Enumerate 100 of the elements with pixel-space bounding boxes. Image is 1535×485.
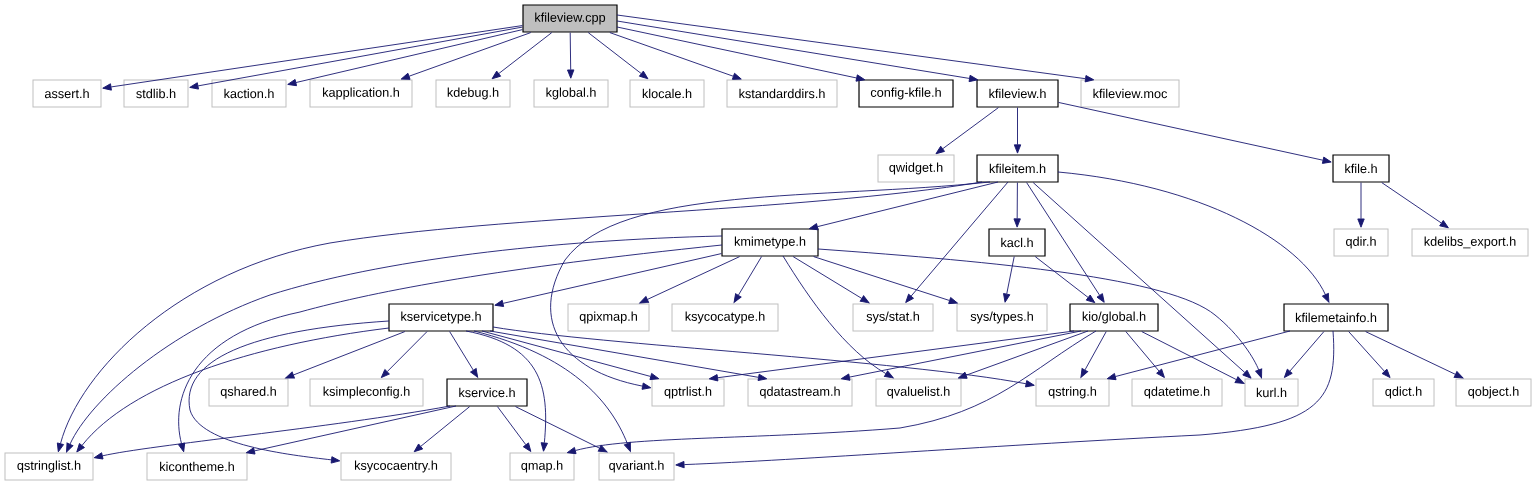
file-box: qvariant.h: [598, 452, 675, 481]
file-box: ksimpleconfig.h: [309, 378, 424, 407]
arrow: [616, 14, 1095, 83]
file-box: qptrlist.h: [651, 378, 725, 407]
arrow: [473, 330, 631, 452]
file-box: stdlib.h: [123, 79, 189, 108]
arrow: [1026, 182, 1105, 303]
arrow: [1106, 330, 1291, 381]
file-box: assert.h: [32, 79, 102, 108]
file-box: qobject.h: [1455, 378, 1532, 407]
arrow: [1141, 331, 1245, 384]
arrow: [905, 181, 1009, 303]
file-box: kservicetype.h: [388, 303, 494, 332]
arrow: [817, 248, 1263, 379]
arrow: [616, 20, 979, 83]
arrow: [1365, 331, 1464, 379]
file-box: kstandarddirs.h: [726, 79, 838, 108]
file-box: kfileview.cpp: [522, 4, 618, 33]
file-box: qdict.h: [1372, 378, 1435, 407]
arrow: [465, 330, 548, 452]
arrow: [840, 330, 1082, 381]
file-box: kacl.h: [988, 228, 1046, 257]
arrow: [189, 26, 523, 90]
file-box: qshared.h: [208, 378, 289, 407]
file-box: kdebug.h: [435, 79, 511, 108]
file-box: kaction.h: [211, 79, 287, 108]
file-box: kfileitem.h: [976, 154, 1059, 183]
file-box: kurl.h: [1244, 378, 1299, 407]
arrow: [957, 330, 1089, 379]
file-box: qstring.h: [1035, 378, 1110, 407]
arrow: [285, 331, 406, 379]
arrow: [1348, 331, 1391, 378]
arrow: [813, 256, 958, 305]
arrow: [616, 26, 866, 82]
arrow: [380, 331, 428, 379]
arrow: [76, 327, 390, 453]
file-box: kmimetype.h: [721, 228, 819, 257]
file-box: qstringlist.h: [4, 452, 94, 481]
arrow: [102, 25, 523, 91]
arrow: [1032, 182, 1252, 379]
file-box: kfileview.h: [976, 79, 1059, 108]
arrow: [1003, 256, 1015, 303]
arrow: [1034, 256, 1096, 304]
arrow: [792, 256, 870, 304]
arrow: [675, 330, 1335, 469]
arrow: [1013, 107, 1022, 154]
file-box: kdelibs_export.h: [1411, 228, 1529, 257]
arrow: [567, 32, 575, 79]
file-box: qwidget.h: [877, 154, 955, 183]
arrow: [708, 330, 1075, 382]
arrow: [287, 29, 523, 87]
arrow: [56, 181, 983, 453]
arrow: [566, 330, 1097, 455]
arrow: [1357, 182, 1365, 228]
arrow: [1283, 331, 1325, 378]
arrow: [66, 235, 723, 453]
file-box: qmap.h: [509, 452, 575, 481]
file-box: kicontheme.h: [146, 452, 248, 481]
file-box: kfileview.moc: [1080, 79, 1180, 108]
arrow: [639, 256, 741, 304]
file-box: klocale.h: [629, 79, 705, 108]
arrow: [481, 330, 660, 381]
arrow: [491, 32, 553, 80]
file-box: kservice.h: [446, 378, 528, 407]
arrow: [609, 32, 742, 80]
arrow: [550, 181, 991, 390]
arrow: [497, 406, 532, 452]
file-box: qdir.h: [1333, 228, 1389, 257]
file-box: kglobal.h: [533, 79, 609, 108]
file-box: config-kfile.h: [858, 79, 954, 108]
arrow: [188, 320, 390, 464]
arrow: [782, 255, 894, 379]
arrow: [449, 331, 479, 378]
file-box: kapplication.h: [309, 79, 413, 108]
arrow: [93, 405, 451, 460]
arrow: [489, 330, 768, 381]
arrow: [494, 253, 722, 307]
file-box: qdatetime.h: [1131, 378, 1223, 407]
arrow: [587, 32, 649, 80]
arrow: [808, 181, 999, 231]
file-box: sys/stat.h: [852, 303, 934, 332]
file-box: ksycocatype.h: [671, 303, 779, 332]
file-box: kfile.h: [1332, 154, 1390, 183]
arrow: [245, 405, 457, 455]
file-box: ksycocaentry.h: [340, 452, 452, 481]
arrow: [1057, 171, 1330, 303]
file-box: qdatastream.h: [747, 378, 853, 407]
file-box: qvaluelist.h: [875, 378, 962, 407]
arrow: [492, 326, 1035, 388]
arrow: [400, 32, 532, 80]
arrow: [515, 406, 608, 453]
arrow: [1058, 102, 1332, 164]
arrow: [935, 107, 999, 155]
file-box: qpixmap.h: [567, 303, 650, 332]
arrow: [733, 256, 762, 303]
file-box: sys/types.h: [956, 303, 1048, 332]
arrow: [178, 244, 723, 453]
arrow: [1013, 182, 1021, 228]
file-box: kfilemetainfo.h: [1283, 303, 1389, 332]
arrow: [1381, 182, 1449, 229]
